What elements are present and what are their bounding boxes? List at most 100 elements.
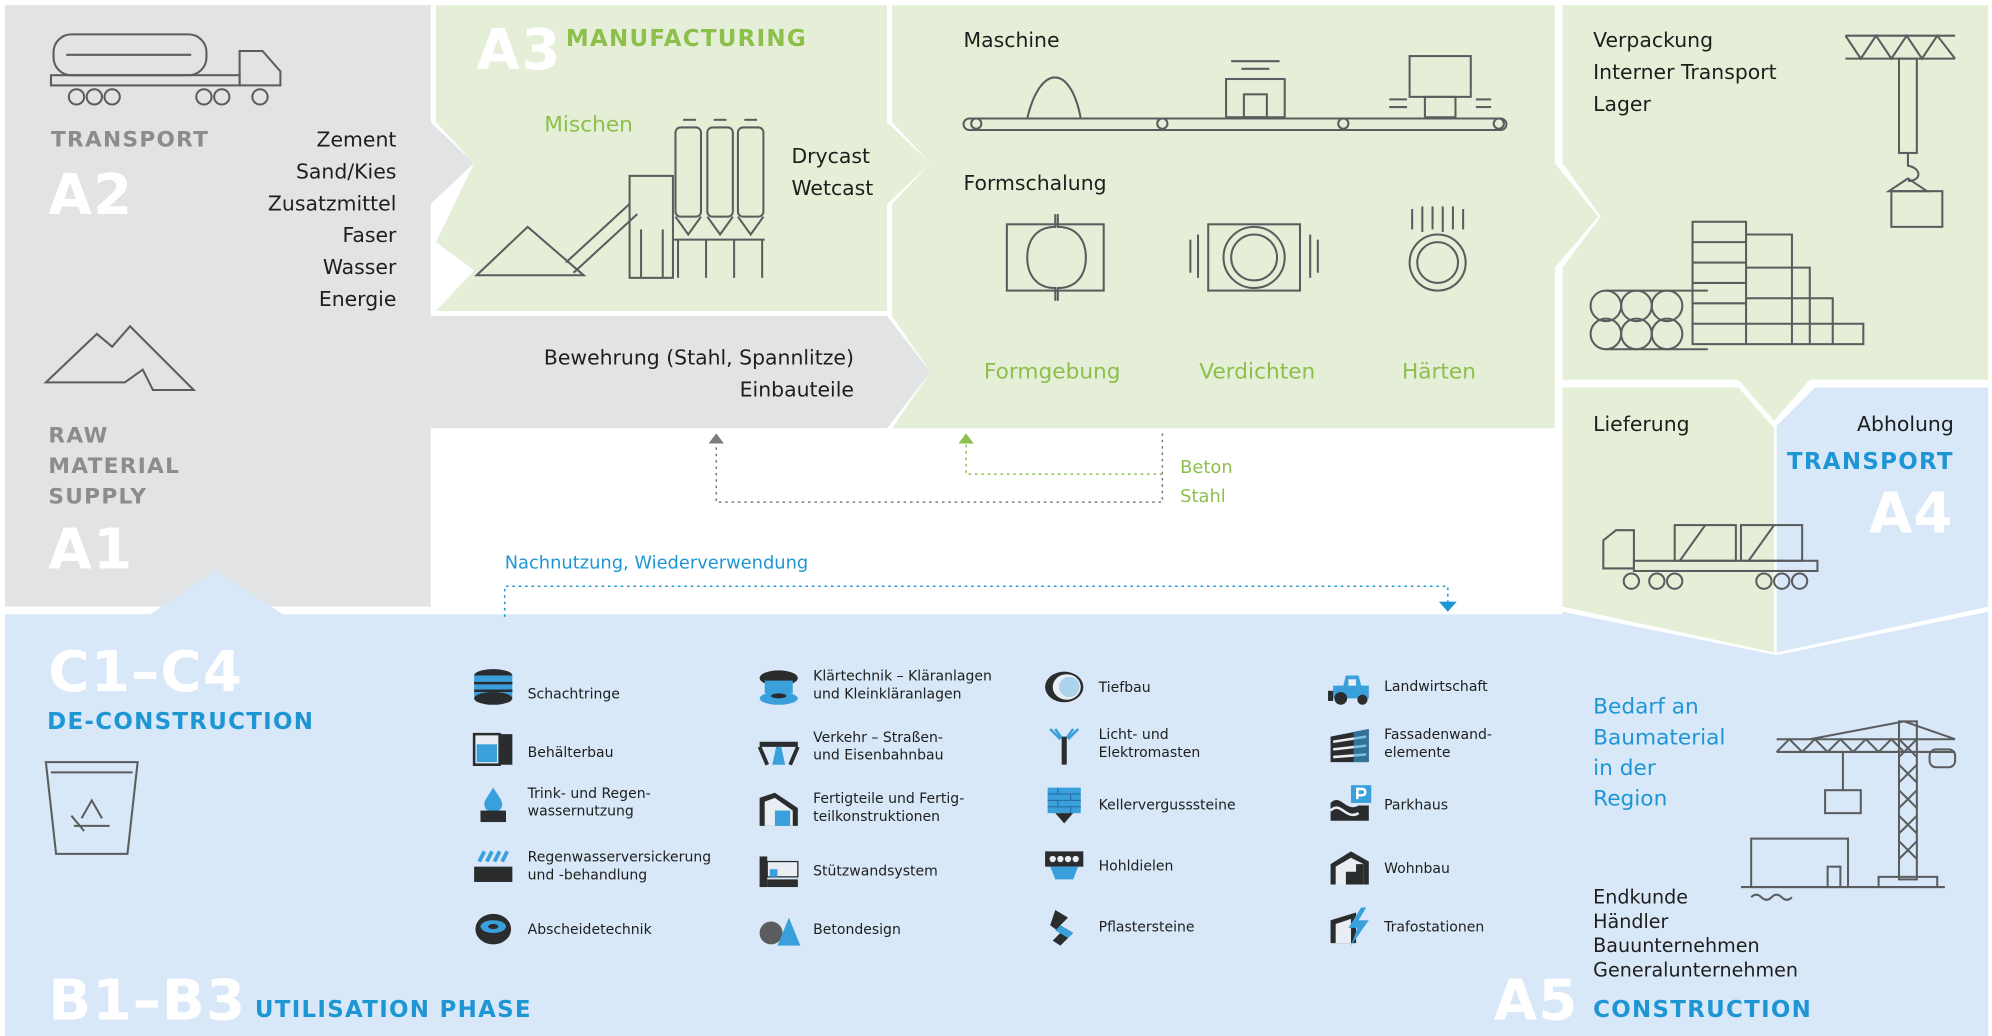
material-item: Faser <box>342 223 397 248</box>
a4-code: A4 <box>1868 481 1954 547</box>
customer-item: Händler <box>1593 909 1669 933</box>
a5-code: A5 <box>1493 968 1579 1034</box>
demand-line: Region <box>1593 786 1668 812</box>
storage-item: Lager <box>1593 91 1651 116</box>
house-icon <box>1330 851 1369 885</box>
recycle-label: Beton <box>1180 457 1233 478</box>
app-label: Trafostationen <box>1384 918 1485 936</box>
app-label: Verkehr – Straßen- und Eisenbahnbau <box>813 729 944 764</box>
demand-line: Baumaterial <box>1593 725 1726 751</box>
compaction-icon <box>1189 223 1319 292</box>
lightning-icon <box>1330 907 1369 946</box>
a1-title-line: RAW <box>48 423 109 449</box>
customer-item: Generalunternehmen <box>1593 958 1798 982</box>
reinforcement-list: Bewehrung (Stahl, Spannlitze) Einbauteil… <box>544 342 854 406</box>
demand-line: Bedarf an <box>1593 694 1699 721</box>
a2-materials: Zement Sand/Kies Zusatzmittel Faser Wass… <box>268 124 396 315</box>
app-label: Stützwandsystem <box>813 862 938 880</box>
panel-a4-pickup <box>1776 387 1989 653</box>
a3-title: MANUFACTURING <box>565 25 807 53</box>
app-label: Klärtechnik – Kläranlagen und Kleinklära… <box>813 667 992 703</box>
arrow-down-blue <box>1438 601 1457 612</box>
panel-a4-delivery <box>1562 387 1775 653</box>
basement-block-icon <box>1047 787 1081 824</box>
material-item: Zusatzmittel <box>267 191 397 216</box>
paver-icon <box>1050 909 1074 946</box>
cast-type: Drycast <box>791 144 870 169</box>
reuse-label: Nachnutzung, Wiederverwendung <box>504 553 809 574</box>
cast-types: Drycast Wetcast <box>791 140 873 204</box>
customer-item: Bauunternehmen <box>1593 934 1760 958</box>
a4-title: TRANSPORT <box>1786 448 1954 476</box>
reinforcement-item: Einbauteile <box>739 377 854 402</box>
a5-customers: Endkunde Händler Bauunternehmen Generalu… <box>1593 886 1798 983</box>
rain-infiltration-icon <box>474 850 513 882</box>
a3-code: A3 <box>476 17 562 83</box>
app-label: Abscheidetechnik <box>527 921 652 939</box>
app-label: Parkhaus <box>1384 796 1449 814</box>
a1-title-line: MATERIAL <box>48 453 181 480</box>
app-label: Wohnbau <box>1384 860 1450 877</box>
app-label: Hohldielen <box>1098 857 1174 875</box>
construction-crane-icon <box>1740 720 1957 901</box>
a2-code: A2 <box>48 163 134 229</box>
panel-a1-a2 <box>5 5 475 607</box>
app-label: Licht- und Elektromasten <box>1098 726 1201 761</box>
curing-icon <box>1408 206 1467 292</box>
recycle-flow-lines <box>503 433 1449 617</box>
water-drop-icon <box>480 787 506 823</box>
mix-label: Mischen <box>544 112 633 138</box>
app-label: Betondesign <box>813 921 901 939</box>
sewage-plant-icon <box>759 670 798 705</box>
step-shaping: Formgebung <box>983 359 1121 385</box>
recycling-bin-icon <box>44 761 139 855</box>
app-label: Regenwasserversickerung und -behandlung <box>527 848 712 884</box>
tractor-icon <box>1328 675 1369 705</box>
panel-reinforcement <box>430 316 931 429</box>
app-label: Trink- und Regen- wassernutzung <box>527 785 651 820</box>
app-label: Schachtringe <box>527 685 620 703</box>
machine-label: Maschine <box>963 28 1060 53</box>
tanker-truck-icon <box>49 33 282 106</box>
delivery-label: Lieferung <box>1593 411 1690 436</box>
app-label: Tiefbau <box>1098 679 1151 696</box>
customer-item: Endkunde <box>1593 885 1689 909</box>
delivery-truck-icon <box>1602 524 1819 590</box>
formwork-icon <box>1005 214 1105 301</box>
facade-icon <box>1330 729 1369 763</box>
mast-icon <box>1049 728 1080 765</box>
raw-material-pile-icon <box>43 324 197 392</box>
mixing-plant-icon <box>474 118 765 279</box>
b-title: UTILISATION PHASE <box>254 996 532 1024</box>
material-item: Zement <box>316 127 397 152</box>
step-compaction: Verdichten <box>1199 359 1316 385</box>
arrow-up-gray <box>708 433 724 444</box>
cast-type: Wetcast <box>791 175 874 201</box>
a1-title-line: SUPPLY <box>48 484 148 510</box>
recycle-material-labels: Beton Stahl <box>1180 454 1232 513</box>
pipe-icon <box>1045 671 1084 703</box>
step-curing: Härten <box>1401 359 1476 385</box>
parking-icon <box>1329 785 1372 821</box>
app-label: Kellervergusssteine <box>1098 796 1236 814</box>
pickup-label: Abholung <box>1857 411 1954 436</box>
shaft-ring-icon <box>474 669 513 705</box>
c-code: C1–C4 <box>48 639 244 705</box>
recycle-label: Stahl <box>1180 486 1226 508</box>
retaining-wall-icon <box>759 856 799 888</box>
panel-c-accent <box>150 570 283 615</box>
formwork-label: Formschalung <box>963 170 1107 195</box>
b-code: B1–B3 <box>48 968 247 1034</box>
storage-crane-icon <box>1589 33 1956 351</box>
material-item: Energie <box>318 286 397 311</box>
conveyor-machine-icon <box>962 55 1508 132</box>
panel-a3-mixing <box>435 5 931 311</box>
road-icon <box>757 741 800 766</box>
c-title: DE-CONSTRUCTION <box>47 708 315 736</box>
container-icon <box>472 732 513 766</box>
a1-code: A1 <box>48 517 134 583</box>
panel-a3-forming <box>892 5 1599 429</box>
app-label: Landwirtschaft <box>1384 678 1488 695</box>
